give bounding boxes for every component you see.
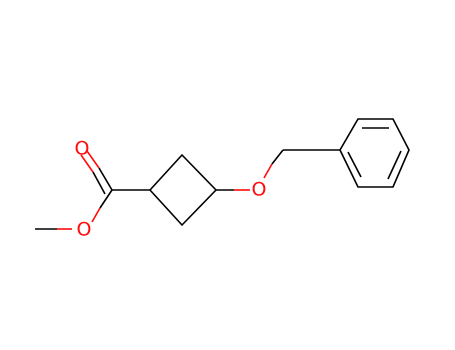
bond-carbonyl-double-1-black xyxy=(98,167,113,191)
bond-ether-benzyl-black xyxy=(271,149,284,165)
bond-carbonyl-double-2-black xyxy=(92,171,106,195)
bond-carbonyl-double-2-red xyxy=(80,154,94,173)
carbonyl-oxygen-label: O xyxy=(75,138,90,160)
bond-ester-oxygen-carbonyl-black xyxy=(99,189,113,209)
benzene-ring xyxy=(339,118,410,188)
ester-oxygen-label: O xyxy=(77,219,92,241)
ether-oxygen-label: O xyxy=(252,179,267,201)
bond-carbonyl-double-1-red xyxy=(86,150,100,169)
cyclobutane-ring xyxy=(148,153,218,227)
benzene-inner-bond-left xyxy=(347,151,362,178)
bond-ester-oxygen-carbonyl-red xyxy=(91,207,101,223)
benzene-inner-bond-right xyxy=(387,150,402,180)
bond-ether-benzyl-red xyxy=(263,163,273,179)
